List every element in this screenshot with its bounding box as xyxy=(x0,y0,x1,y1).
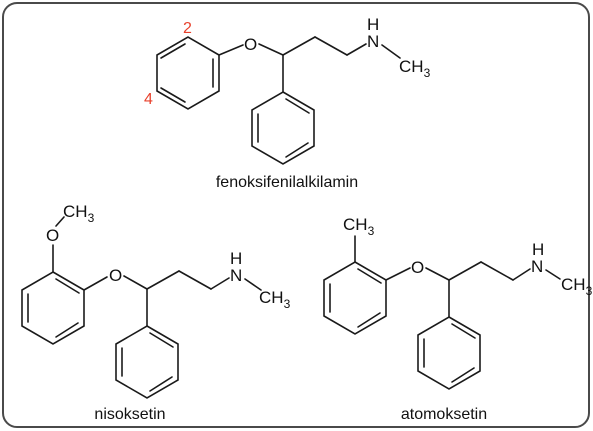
aromatic-inner-bond xyxy=(357,312,381,328)
nh-hydrogen: H xyxy=(230,249,242,268)
chain-bond xyxy=(178,270,212,290)
chain-bond xyxy=(146,270,180,290)
aromatic-inner-bond xyxy=(160,87,186,103)
aromatic-inner-bond xyxy=(149,332,174,348)
chain-bond xyxy=(448,261,482,281)
chain-bond xyxy=(314,36,348,56)
chain-bond-to-nitrogen xyxy=(346,43,367,56)
bond-methyl-to-oxygen xyxy=(55,216,65,227)
methyl-subscript: 3 xyxy=(424,66,431,80)
aromatic-inner-bond xyxy=(160,43,186,59)
ring-bonds xyxy=(417,316,481,390)
position-number-4: 4 xyxy=(144,91,153,108)
bond-oxygen-to-carbon xyxy=(258,43,284,56)
ring-methyl-subscript: 3 xyxy=(368,224,375,238)
bond-nitrogen-to-methyl xyxy=(545,269,561,280)
chain-bond xyxy=(480,261,514,281)
position-number-2: 2 xyxy=(183,20,192,37)
methyl-label: CH xyxy=(259,288,284,307)
caption-nisoksetin: nisoksetin xyxy=(94,406,165,423)
oxygen-atom: O xyxy=(411,258,424,277)
nitrogen-atom: N xyxy=(531,257,543,276)
methoxy-methyl-subscript: 3 xyxy=(88,211,95,225)
phenyl-ring xyxy=(115,325,179,399)
methyl-group: CH3 xyxy=(561,275,593,298)
methoxy-oxygen: O xyxy=(46,226,59,245)
caption-atomoksetin: atomoksetin xyxy=(401,406,487,423)
ring-bonds xyxy=(251,91,315,165)
methyl-label: CH xyxy=(561,275,586,294)
caption-fenoksifenilalkilamin: fenoksifenilalkilamin xyxy=(216,174,358,191)
methyl-subscript: 3 xyxy=(586,284,593,298)
aromatic-inner-bond xyxy=(285,142,309,158)
ring-bonds xyxy=(156,36,220,110)
nitrogen-atom: N xyxy=(367,32,379,51)
chain-bond-to-nitrogen xyxy=(210,277,230,290)
ring-methyl-label: CH xyxy=(343,215,368,234)
chain-bond-to-nitrogen xyxy=(512,268,531,281)
aromatic-inner-bond xyxy=(55,278,80,294)
structure-fenoksifenilalkilamin: 2 4 O N H CH3 fenoksifenilalkilamin xyxy=(144,15,431,191)
methoxy-methyl-label: CH xyxy=(63,202,88,221)
bond-oxygen-to-carbon xyxy=(425,267,450,281)
phenyl-ring xyxy=(251,91,315,165)
aromatic-inner-bond xyxy=(55,322,79,338)
nh-hydrogen: H xyxy=(532,240,544,259)
methyl-subscript: 3 xyxy=(284,297,291,311)
structure-atomoksetin: CH3 O N H CH3 atomoksetin xyxy=(323,215,593,423)
methyl-label: CH xyxy=(399,57,424,76)
phenyl-ring xyxy=(417,316,481,390)
ring-methyl: CH3 xyxy=(343,215,375,238)
oxygen-atom: O xyxy=(244,35,257,54)
aromatic-inner-bond xyxy=(357,268,382,284)
methoxy-methyl: CH3 xyxy=(63,202,95,225)
aromatic-inner-bond xyxy=(285,98,310,114)
aromatic-inner-bond xyxy=(149,376,173,392)
structure-nisoksetin: CH3 O O N H CH3 nisoksetin xyxy=(21,202,291,423)
ring-bonds xyxy=(115,325,179,399)
nh-hydrogen: H xyxy=(367,15,379,34)
bond-ring-to-oxygen xyxy=(218,44,244,56)
aromatic-inner-bond xyxy=(451,323,476,339)
oxygen-atom: O xyxy=(109,266,122,285)
chain-bond xyxy=(282,36,316,56)
bond-ring-to-oxygen xyxy=(385,267,411,281)
bond-nitrogen-to-methyl xyxy=(244,278,262,291)
bond-oxygen-to-carbon xyxy=(123,275,148,290)
bond-nitrogen-to-methyl xyxy=(381,44,401,59)
nitrogen-atom: N xyxy=(230,266,242,285)
methyl-group: CH3 xyxy=(399,57,431,80)
bond-ring-to-oxygen xyxy=(83,276,108,291)
methyl-group: CH3 xyxy=(259,288,291,311)
aromatic-inner-bond xyxy=(451,367,475,383)
phenoxy-ring xyxy=(156,36,220,110)
